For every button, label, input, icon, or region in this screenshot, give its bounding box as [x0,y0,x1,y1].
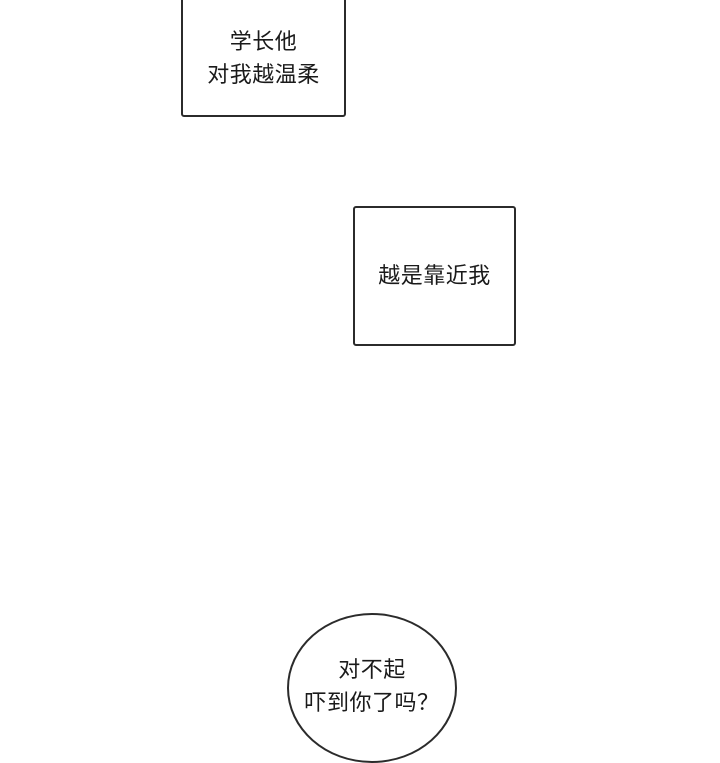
speech-bubble-text: 对不起 吓到你了吗？ [289,654,455,720]
narration-line-2: 对我越温柔 [207,62,320,88]
narration-box-top: 学长他 对我越温柔 [181,0,346,117]
narration-line-1: 学长他 [229,29,298,55]
narration-text-middle: 越是靠近我 [378,260,491,293]
narration-box-middle: 越是靠近我 [353,206,516,346]
speech-line-2: 吓到你了吗？ [304,691,440,716]
narration-text-top: 学长他 对我越温柔 [207,26,320,92]
speech-line-1: 对不起 [338,658,406,683]
narration-line-3: 越是靠近我 [378,263,491,289]
speech-bubble: 对不起 吓到你了吗？ [287,613,457,763]
